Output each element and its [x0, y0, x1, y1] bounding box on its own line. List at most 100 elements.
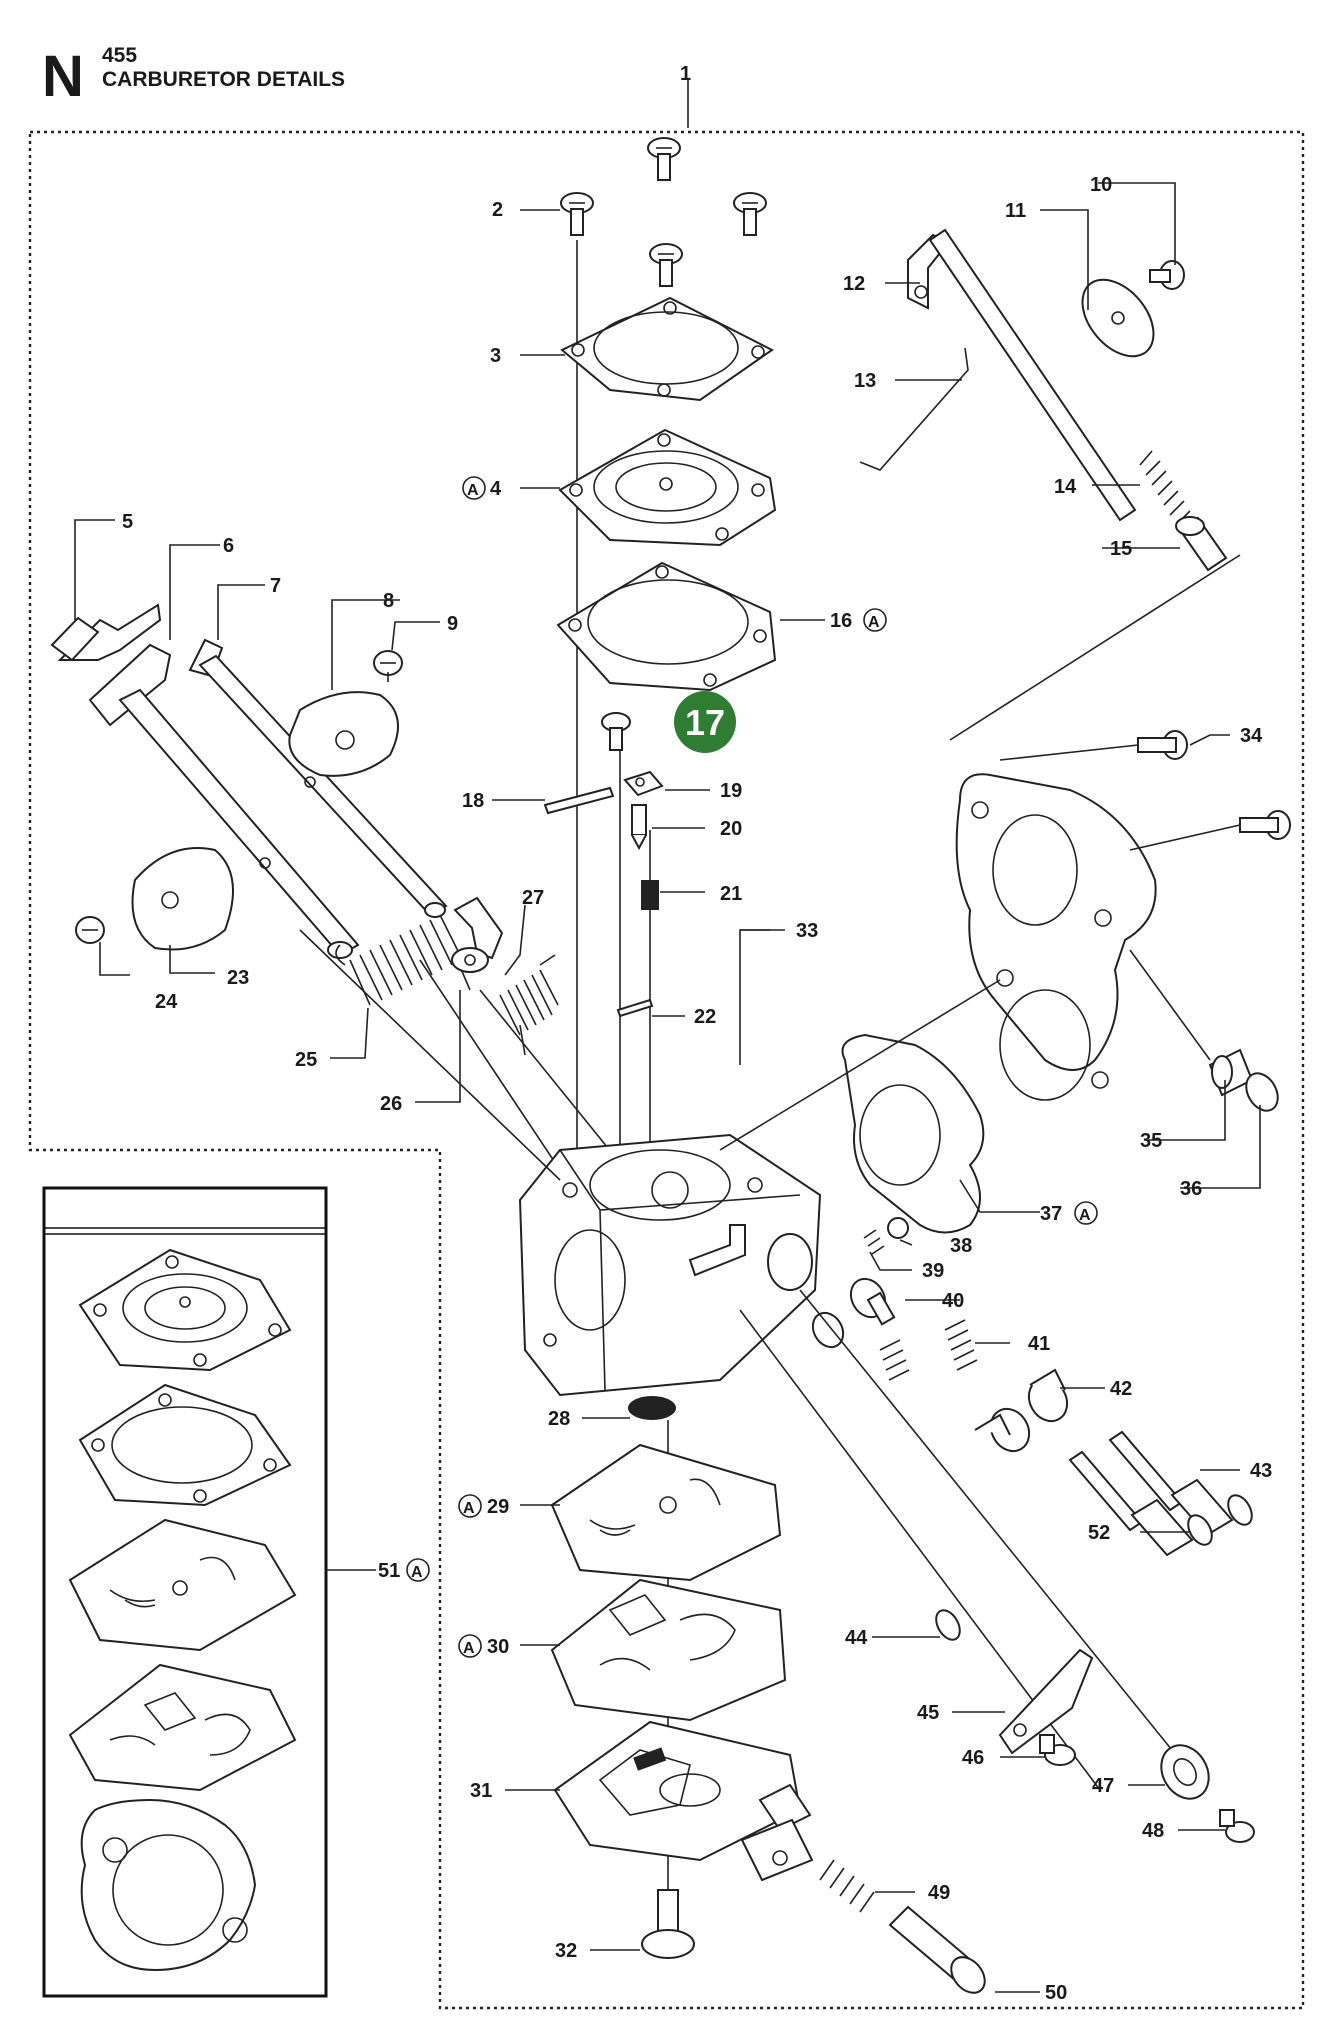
a-mark-30: A [458, 1634, 482, 1658]
callout-25: 25 [295, 1049, 317, 1071]
callout-21: 21 [720, 883, 742, 905]
callout-26: 26 [380, 1093, 402, 1115]
callout-49: 49 [928, 1882, 950, 1904]
callout-27: 27 [522, 887, 544, 909]
a-mark-16: A [863, 608, 887, 632]
callout-50: 50 [1045, 1982, 1067, 2004]
pump-cover [560, 296, 774, 402]
callout-18: 18 [462, 790, 484, 812]
svg-text:A: A [1079, 1207, 1091, 1224]
svg-text:A: A [467, 482, 479, 499]
callout-3: 3 [490, 345, 501, 367]
callout-16: 16 [830, 610, 852, 632]
a-mark-4: A [462, 476, 486, 500]
fuel-pump-cover [553, 1720, 814, 1882]
shaft-washer [935, 1609, 961, 1641]
callout-42: 42 [1110, 1378, 1132, 1400]
choke-bushing [1175, 516, 1228, 572]
callout-51: 51 [378, 1560, 400, 1582]
callout-35: 35 [1140, 1130, 1162, 1152]
callout-1: 1 [680, 63, 691, 85]
model-number: 455 [102, 44, 137, 67]
idle-adjust-spring [819, 1859, 875, 1913]
callout-12: 12 [843, 273, 865, 295]
pump-diaphragm [550, 1443, 782, 1582]
choke-disc-screw [1149, 260, 1185, 290]
check-ball [887, 1217, 909, 1239]
adjuster-spring-2 [879, 1339, 910, 1381]
callout-labels: 1 2 3 4 5 6 7 8 9 10 11 12 13 14 15 16 1… [122, 63, 1272, 2004]
choke-lever [907, 228, 1137, 522]
repair-kit-box [42, 1186, 376, 1998]
a-mark-37: A [1074, 1201, 1098, 1225]
callout-48: 48 [1142, 1820, 1164, 1842]
choke-shaft-spring [1139, 450, 1191, 526]
intake-gasket [841, 1033, 985, 1234]
inlet-needle [631, 804, 647, 851]
shaft-lever [998, 1648, 1094, 1755]
callout-44: 44 [845, 1627, 868, 1649]
choke-link-rod [859, 347, 969, 471]
fuel-filter-screen [628, 1396, 676, 1420]
callout-20: 20 [720, 818, 742, 840]
flange-bushing [1208, 1048, 1254, 1097]
leader-lines [74, 182, 1261, 1993]
lever-pin [543, 786, 615, 815]
callout-13: 13 [854, 370, 876, 392]
callout-4: 4 [490, 478, 502, 500]
svg-text:A: A [868, 614, 880, 631]
callout-52: 52 [1088, 1522, 1110, 1544]
flange-screws [1137, 730, 1291, 840]
callout-24: 24 [155, 991, 178, 1013]
callout-14: 14 [1054, 476, 1077, 498]
adjuster-seal-1 [849, 1277, 896, 1326]
callout-39: 39 [922, 1260, 944, 1282]
metering-lever [623, 770, 664, 797]
lever-screw [1039, 1734, 1076, 1766]
callout-38: 38 [950, 1235, 972, 1257]
choke-valve-plate [131, 847, 234, 951]
callout-28: 28 [548, 1408, 570, 1430]
svg-text:A: A [463, 1640, 475, 1657]
pump-gasket [550, 1578, 787, 1722]
throttle-return-spring [499, 954, 559, 1056]
low-speed-needle [1068, 1450, 1213, 1557]
page-title: CARBURETOR DETAILS [102, 68, 345, 91]
callout-37: 37 [1040, 1203, 1062, 1225]
callout-5: 5 [122, 511, 133, 533]
callout-9: 9 [447, 613, 458, 635]
a-markers: A A A A A A [406, 476, 1098, 1658]
svg-text:A: A [411, 1564, 423, 1581]
adjuster-cap-2 [974, 1407, 1031, 1453]
callout-8: 8 [383, 590, 394, 612]
top-cover-screws [560, 80, 767, 287]
flange-washer [1245, 1072, 1279, 1112]
callout-33: 33 [796, 920, 818, 942]
check-spring [863, 1229, 885, 1255]
adjuster-spring-1 [944, 1319, 978, 1371]
callout-41: 41 [1028, 1333, 1050, 1355]
callout-43: 43 [1250, 1460, 1272, 1482]
throttle-lever [451, 896, 504, 973]
callout-10: 10 [1090, 174, 1112, 196]
throttle-valve-plate [288, 691, 399, 777]
adjuster-cap-1 [1027, 1368, 1069, 1423]
valve-pin [616, 998, 654, 1018]
adjuster-seal-2 [811, 1311, 845, 1349]
callout-34: 34 [1240, 725, 1263, 747]
choke-return-spring [335, 914, 471, 1006]
ring-bushing [1160, 1744, 1210, 1800]
ring-screw [1219, 1809, 1255, 1843]
metering-lever-screw [601, 712, 631, 751]
a-mark-29: A [458, 1494, 482, 1518]
highlight-callout-17[interactable]: 17 [674, 691, 736, 753]
callout-22: 22 [694, 1006, 716, 1028]
callout-31: 31 [470, 1780, 492, 1802]
callout-6: 6 [223, 535, 234, 557]
metering-gasket [556, 561, 777, 692]
idle-adjust-screw [888, 1905, 986, 1994]
callout-17: 17 [685, 702, 725, 743]
callout-36: 36 [1180, 1178, 1202, 1200]
callout-32: 32 [555, 1940, 577, 1962]
